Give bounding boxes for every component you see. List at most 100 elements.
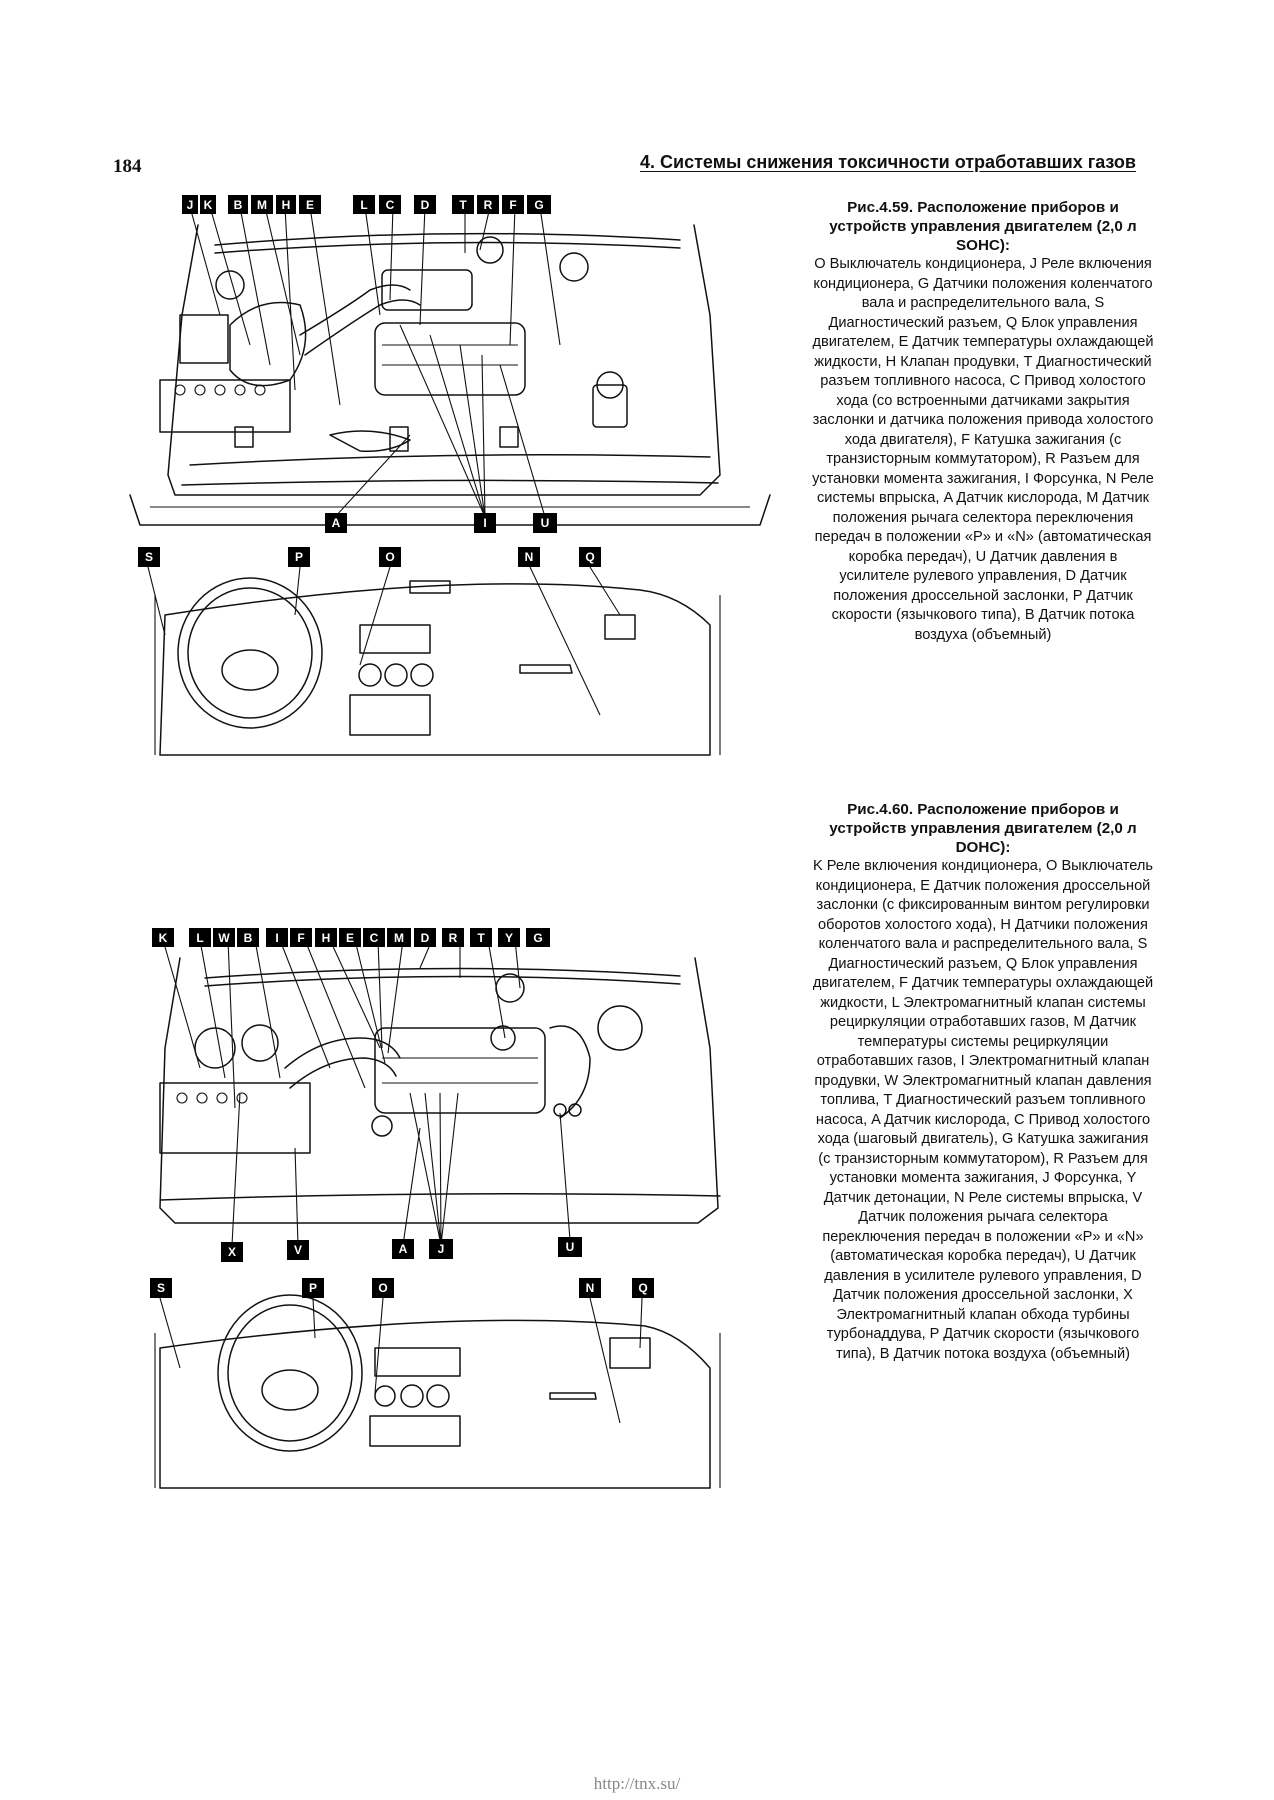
caption-figure-459: Рис.4.59. Расположение приборов и устрой… xyxy=(812,198,1154,645)
label-b: B xyxy=(228,195,248,214)
label-x: X xyxy=(221,1242,243,1262)
label-d: D xyxy=(414,195,436,214)
svg-text:U: U xyxy=(541,516,550,530)
engine-bay-drawing xyxy=(129,224,771,526)
label-g: G xyxy=(527,195,551,214)
label-f: F xyxy=(502,195,524,214)
label-m: M xyxy=(387,928,411,947)
svg-text:X: X xyxy=(228,1245,236,1259)
svg-text:B: B xyxy=(234,198,243,212)
svg-text:L: L xyxy=(196,931,203,945)
leader-lines-460-dash xyxy=(159,1297,643,1424)
label-e: E xyxy=(339,928,361,947)
label-p: P xyxy=(288,547,310,567)
footer-url: http://tnx.su/ xyxy=(593,1774,681,1793)
svg-text:T: T xyxy=(477,931,485,945)
svg-text:Q: Q xyxy=(585,550,594,564)
label-s: S xyxy=(150,1278,172,1298)
label-h: H xyxy=(276,195,296,214)
svg-text:J: J xyxy=(187,198,194,212)
label-q: Q xyxy=(579,547,601,567)
dash-labels-460: S P O N Q xyxy=(150,1278,654,1298)
page-number: 184 xyxy=(113,156,142,177)
label-s: S xyxy=(138,547,160,567)
svg-text:C: C xyxy=(370,931,379,945)
label-v: V xyxy=(287,1240,309,1260)
label-h: H xyxy=(315,928,337,947)
svg-text:I: I xyxy=(483,516,486,530)
svg-text:P: P xyxy=(309,1281,317,1295)
svg-text:N: N xyxy=(586,1281,595,1295)
svg-text:G: G xyxy=(533,931,542,945)
label-k: K xyxy=(200,195,216,214)
engine-labels-bottom-460: X V A J U xyxy=(221,1237,582,1262)
label-y: Y xyxy=(498,928,520,947)
label-p: P xyxy=(302,1278,324,1298)
caption-title-459: Рис.4.59. Расположение приборов и устрой… xyxy=(829,199,1137,254)
leader-lines-459-bottom xyxy=(334,324,546,518)
label-l: L xyxy=(353,195,375,214)
svg-text:I: I xyxy=(275,931,278,945)
label-r: R xyxy=(477,195,499,214)
svg-text:G: G xyxy=(534,198,543,212)
svg-text:D: D xyxy=(421,931,430,945)
svg-text:A: A xyxy=(332,516,341,530)
label-u: U xyxy=(533,513,557,533)
svg-text:E: E xyxy=(306,198,314,212)
label-l: L xyxy=(189,928,211,947)
label-t: T xyxy=(452,195,474,214)
svg-text:O: O xyxy=(385,550,394,564)
label-c: C xyxy=(363,928,385,947)
label-j: J xyxy=(182,195,198,214)
svg-text:W: W xyxy=(218,931,230,945)
svg-text:H: H xyxy=(282,198,291,212)
label-m: M xyxy=(251,195,273,214)
svg-text:T: T xyxy=(459,198,467,212)
label-b: B xyxy=(237,928,259,947)
label-o: O xyxy=(372,1278,394,1298)
label-d: D xyxy=(414,928,436,947)
svg-text:R: R xyxy=(484,198,493,212)
svg-text:V: V xyxy=(294,1243,302,1257)
leader-lines-459-top xyxy=(189,206,561,406)
svg-text:F: F xyxy=(297,931,304,945)
svg-text:F: F xyxy=(509,198,516,212)
label-t: T xyxy=(470,928,492,947)
svg-text:M: M xyxy=(394,931,404,945)
label-i: I xyxy=(474,513,496,533)
dash-labels-459: S P O N Q xyxy=(138,547,601,567)
label-n: N xyxy=(518,547,540,567)
leader-lines-460-bottom xyxy=(231,1092,571,1246)
leader-lines-459-dash xyxy=(147,566,621,716)
dashboard-drawing-460 xyxy=(154,1294,721,1489)
label-a: A xyxy=(392,1239,414,1259)
svg-text:K: K xyxy=(159,931,168,945)
caption-body-460: K Реле включения кондиционера, O Выключа… xyxy=(812,858,1154,1362)
svg-text:A: A xyxy=(399,1242,408,1256)
caption-body-459: O Выключатель кондиционера, J Реле включ… xyxy=(812,256,1154,643)
svg-text:J: J xyxy=(438,1242,445,1256)
svg-text:O: O xyxy=(378,1281,387,1295)
dashboard-drawing-459 xyxy=(154,577,721,756)
svg-text:S: S xyxy=(145,550,153,564)
label-g: G xyxy=(526,928,550,947)
label-u: U xyxy=(558,1237,582,1257)
label-f: F xyxy=(290,928,312,947)
label-k: K xyxy=(152,928,174,947)
figure-460-engine-diagram: K L W B I F H E C M D R T Y G X V A J U xyxy=(120,928,810,1588)
label-w: W xyxy=(213,928,235,947)
label-o: O xyxy=(379,547,401,567)
label-e: E xyxy=(299,195,321,214)
svg-text:H: H xyxy=(322,931,331,945)
label-q: Q xyxy=(632,1278,654,1298)
caption-figure-460: Рис.4.60. Расположение приборов и устрой… xyxy=(812,800,1154,1364)
label-j: J xyxy=(429,1239,453,1259)
caption-title-460: Рис.4.60. Расположение приборов и устрой… xyxy=(829,801,1137,856)
svg-text:N: N xyxy=(525,550,534,564)
svg-text:K: K xyxy=(204,198,213,212)
svg-text:E: E xyxy=(346,931,354,945)
svg-text:B: B xyxy=(244,931,253,945)
svg-text:S: S xyxy=(157,1281,165,1295)
svg-text:Y: Y xyxy=(505,931,513,945)
svg-text:L: L xyxy=(360,198,367,212)
